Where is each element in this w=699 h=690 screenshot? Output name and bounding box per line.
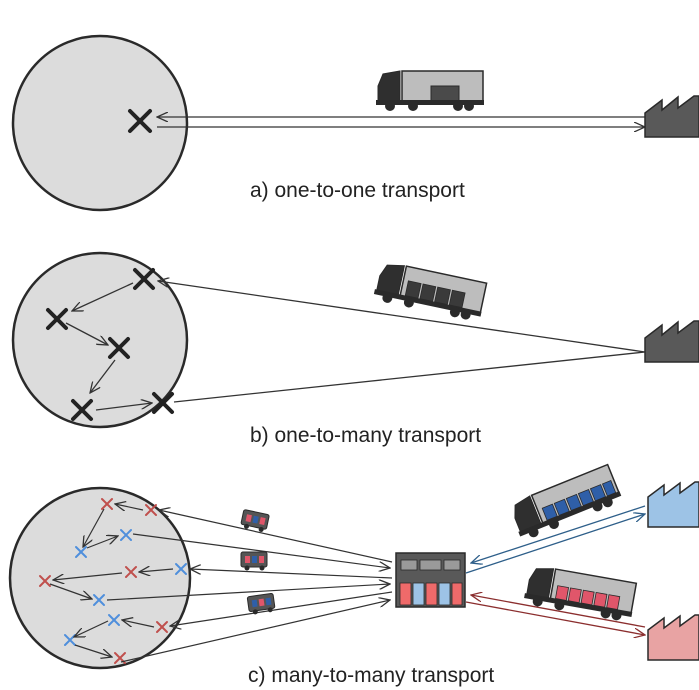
red-supply-arrow [471, 595, 646, 628]
cross-marker-icon [101, 498, 113, 510]
truck-icon [514, 463, 622, 538]
cross-marker-icon [71, 399, 93, 421]
cross-marker-icon [39, 575, 51, 587]
cross-marker-icon [75, 546, 87, 558]
caption-a: a) one-to-one transport [250, 179, 465, 202]
panel-a: a) one-to-one transport [11, 34, 699, 212]
truck-icon [376, 70, 484, 111]
cross-marker-icon [93, 594, 105, 606]
region-circle [11, 34, 189, 212]
caption-c: c) many-to-many transport [248, 664, 494, 687]
blue-supply-arrow [465, 514, 645, 574]
van-icon [240, 509, 270, 532]
factory-icon [644, 95, 699, 138]
red-supply-arrow [465, 601, 645, 635]
panel-b: b) one-to-many transport [11, 251, 699, 447]
region-circle [8, 486, 192, 670]
hub-route-arrows [106, 510, 393, 663]
caption-b: b) one-to-many transport [250, 424, 481, 447]
blue-supply-arrow [471, 505, 646, 563]
cross-marker-icon [152, 392, 174, 414]
cross-marker-icon [145, 504, 157, 516]
cross-marker-icon [133, 268, 155, 290]
cross-marker-icon [120, 529, 132, 541]
cross-marker-icon [108, 614, 120, 626]
hub-warehouse-icon [395, 552, 466, 608]
cross-marker-icon [128, 109, 152, 133]
cross-marker-icon [175, 563, 187, 575]
factory-icon [647, 614, 699, 661]
factory-icon [647, 481, 699, 528]
van-icon [240, 551, 268, 571]
route-arrows [65, 281, 646, 411]
cross-marker-icon [125, 566, 137, 578]
factory-icon [644, 320, 699, 363]
cross-marker-icon [46, 308, 68, 330]
cross-marker-icon [156, 621, 168, 633]
route-arrows [49, 504, 174, 657]
truck-icon [373, 264, 488, 320]
truck-icon [524, 568, 638, 621]
panel-c: c) many-to-many transport [8, 463, 699, 687]
cross-marker-icon [108, 337, 130, 359]
van-icon [246, 593, 276, 615]
